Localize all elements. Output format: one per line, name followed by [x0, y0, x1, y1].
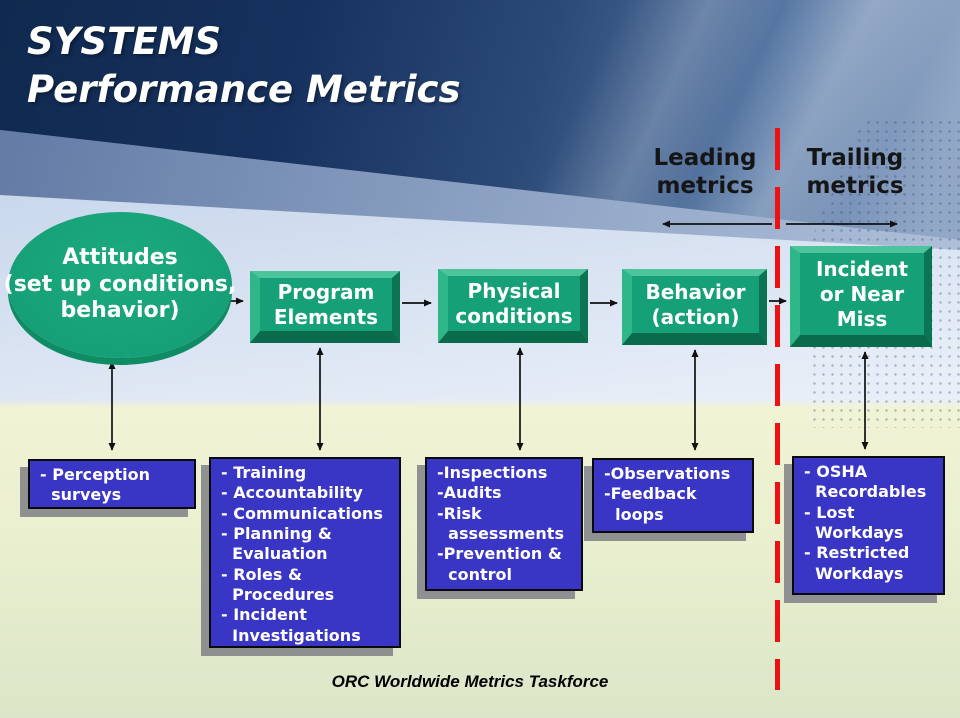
program-elements-detail-box: - Training - Accountability - Communicat… [209, 457, 401, 648]
slide-title-line1: SYSTEMS [27, 20, 222, 63]
trailing-metrics-label: Trailing metrics [806, 145, 904, 200]
attitudes-label: Attitudes (set up conditions, behavior) [3, 244, 237, 324]
inspections-audits-box: -Inspections -Audits -Risk assessments -… [425, 457, 583, 591]
slide-title: SYSTEMS Performance Metrics [27, 18, 461, 114]
observations-feedback-box: -Observations -Feedback loops [592, 458, 754, 533]
behavior-action-label: Behavior (action) [645, 279, 746, 329]
leading-metrics-label: Leading metrics [653, 145, 757, 200]
physical-conditions-label: Physical conditions [455, 278, 573, 328]
perception-surveys-box: - Perception surveys [28, 459, 196, 509]
slide-caption: ORC Worldwide Metrics Taskforce [331, 672, 609, 691]
slide-title-line2: Performance Metrics [27, 68, 461, 111]
program-elements-box: Program Elements [250, 271, 400, 343]
behavior-action-box: Behavior (action) [622, 269, 767, 345]
program-elements-label: Program Elements [273, 279, 379, 329]
leading-trailing-divider-line [775, 128, 780, 690]
attitudes-ellipse: Attitudes (set up conditions, behavior) [4, 212, 236, 358]
incident-near-miss-label: Incident or Near Miss [815, 256, 909, 331]
physical-conditions-box: Physical conditions [438, 269, 588, 343]
incident-near-miss-box: Incident or Near Miss [790, 246, 932, 347]
osha-recordables-box: - OSHA Recordables - Lost Workdays - Res… [792, 456, 945, 595]
